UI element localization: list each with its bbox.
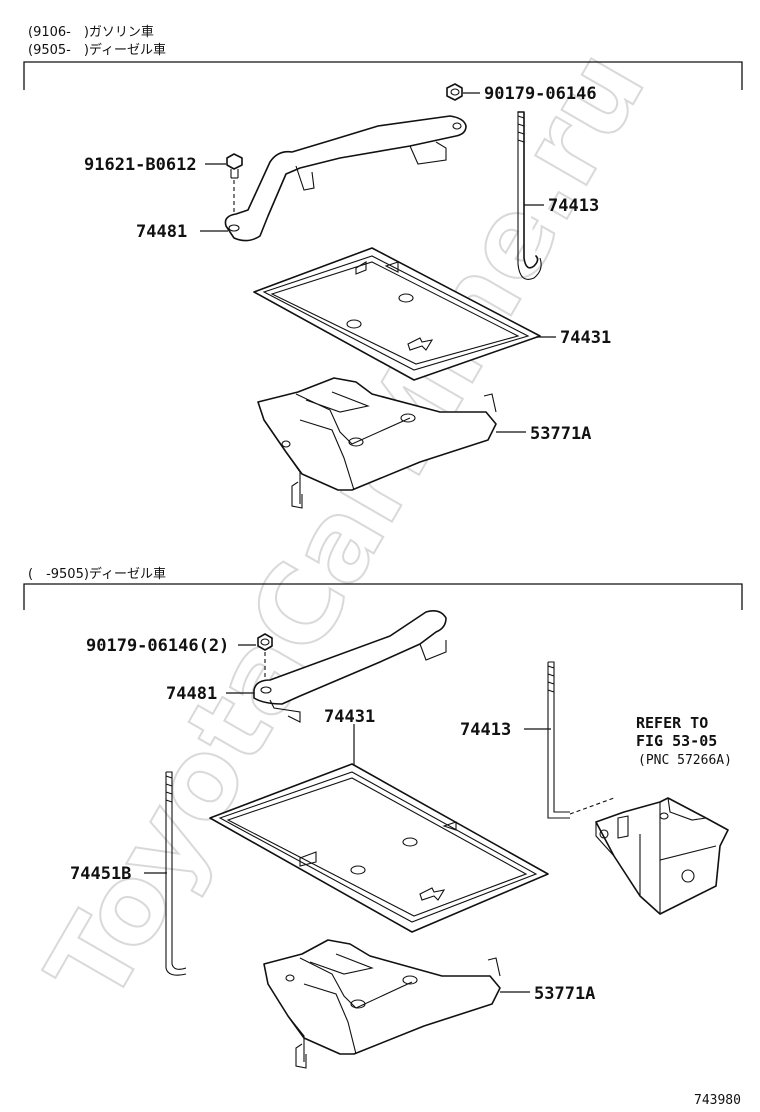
reference-line3: (PNC 57266A) xyxy=(638,753,732,768)
rod-top xyxy=(517,111,542,280)
label-rod-top: 74413 xyxy=(548,196,599,216)
label-rod-bottom-left: 74451B xyxy=(70,864,131,884)
battery-tray-bottom xyxy=(209,763,549,933)
label-tray-top: 74431 xyxy=(560,328,611,348)
battery-carrier-top xyxy=(257,377,497,509)
dash-rod-bottom xyxy=(569,797,615,815)
bolt-icon xyxy=(226,153,243,179)
clamp-bar-top xyxy=(224,115,467,242)
battery-carrier-bottom xyxy=(263,939,501,1069)
illustration-code: 743980 xyxy=(694,1093,741,1108)
section-frame-bottom xyxy=(23,583,743,610)
label-bolt-top: 91621-B0612 xyxy=(84,155,197,175)
label-clamp-top: 74481 xyxy=(136,222,187,242)
label-carrier-top: 53771A xyxy=(530,424,591,444)
nut-icon xyxy=(446,83,463,101)
condition-diesel-bottom: ( -9505)ディーゼル車 xyxy=(28,566,166,582)
rod-bottom-right xyxy=(547,661,570,819)
rod-bottom-left xyxy=(165,771,187,976)
label-tray-bottom: 74431 xyxy=(324,707,375,727)
label-rod-bottom-right: 74413 xyxy=(460,720,511,740)
section-frame-top xyxy=(23,61,743,90)
label-clamp-bottom: 74481 xyxy=(166,684,217,704)
condition-diesel-top: (9505- )ディーゼル車 xyxy=(28,42,166,58)
clamp-bar-bottom xyxy=(253,610,447,723)
label-nut-bottom: 90179-06146(2) xyxy=(86,636,229,656)
label-nut-top: 90179-06146 xyxy=(484,84,597,104)
battery-tray-top xyxy=(253,247,541,381)
nut-bottom-icon xyxy=(257,633,273,651)
reference-bracket xyxy=(595,797,729,915)
condition-gasoline-top: (9106- )ガソリン車 xyxy=(28,25,154,40)
label-carrier-bottom: 53771A xyxy=(534,984,595,1004)
reference-line2: FIG 53-05 xyxy=(636,732,717,750)
reference-line1: REFER TO xyxy=(636,714,708,732)
